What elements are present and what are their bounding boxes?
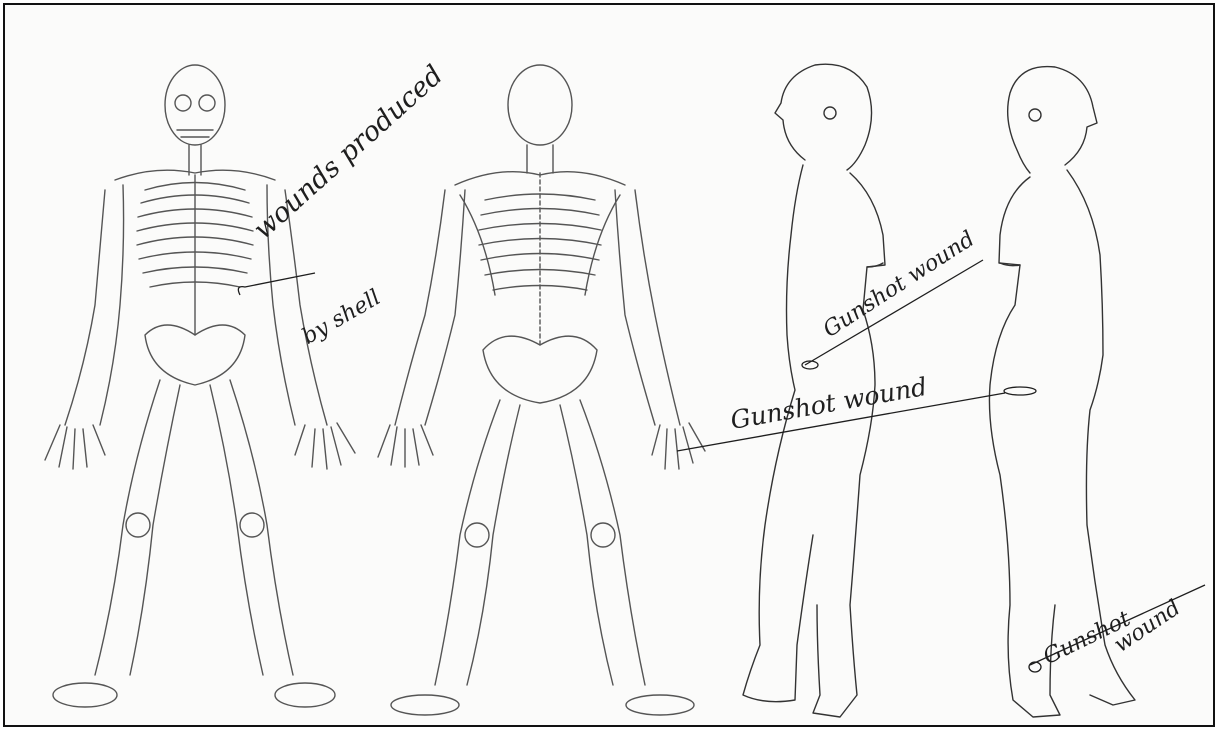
annotation-lines <box>238 260 1205 672</box>
document-page: wounds produced by shell Gunshot wound G… <box>3 3 1215 727</box>
skeleton-back-figure <box>378 65 705 715</box>
skeleton-front-figure <box>45 65 355 707</box>
figure-canvas <box>5 5 1213 725</box>
